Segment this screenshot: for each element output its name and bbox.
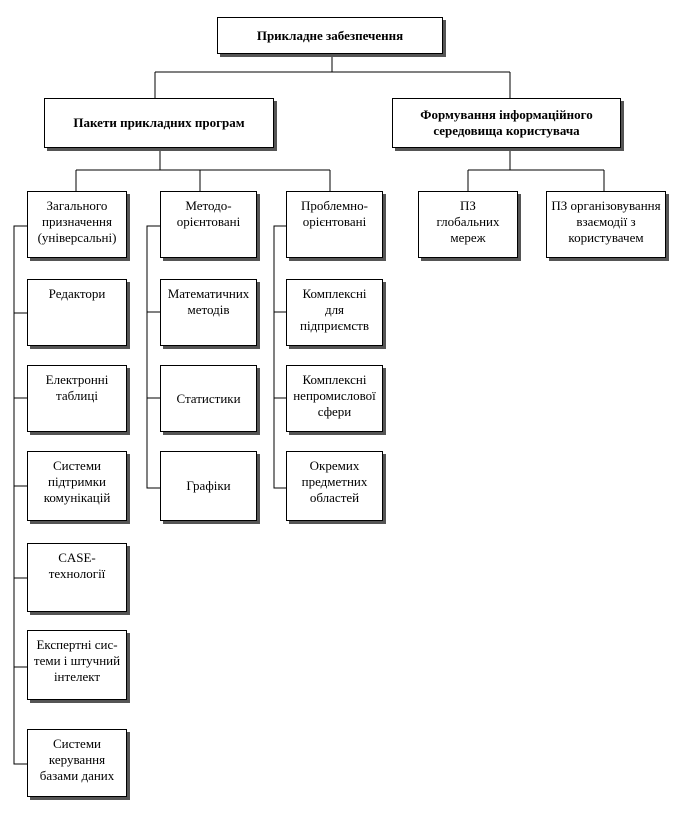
connector-packages [75, 148, 331, 191]
nonindustrial-label: Комплексні непромислової сфери [293, 372, 376, 419]
connector-problem [273, 225, 286, 489]
dbms-box: Системи керування базами даних [27, 729, 127, 797]
domains-box: Окремих предметних областей [286, 451, 383, 521]
method-box: Методо- орієнтовані [160, 191, 257, 258]
global-nets-box: ПЗ глобальних мереж [418, 191, 518, 258]
enterprise-label: Комплексні для підприємств [300, 286, 369, 333]
graphics-label: Графіки [186, 478, 231, 493]
environment-box: Формування інформаційного середовища кор… [392, 98, 621, 148]
user-interaction-box: ПЗ організовування взаємодії з користува… [546, 191, 666, 258]
root-label: Прикладне забезпечення [256, 27, 404, 43]
general-label: Загального призначення (універсальні) [37, 198, 117, 245]
math-box: Математичних методів [160, 279, 257, 346]
spreadsheets-label: Електронні таблиці [45, 372, 109, 403]
dbms-label: Системи керування базами даних [39, 736, 115, 783]
root-box: Прикладне забезпечення [217, 17, 443, 54]
case-box: CASE- технології [27, 543, 127, 612]
expert-label: Експертні сис- теми і штучний інтелект [33, 637, 121, 684]
connector-environment [467, 148, 605, 191]
packages-box: Пакети прикладних програм [44, 98, 274, 148]
general-box: Загального призначення (універсальні) [27, 191, 127, 258]
problem-box: Проблемно- орієнтовані [286, 191, 383, 258]
connector-method [146, 225, 160, 489]
editors-label: Редактори [48, 286, 106, 301]
editors-box: Редактори [27, 279, 127, 346]
communication-label: Системи підтримки комунікацій [43, 458, 111, 505]
case-label: CASE- технології [48, 550, 106, 581]
enterprise-box: Комплексні для підприємств [286, 279, 383, 346]
statistics-box: Статистики [160, 365, 257, 432]
global-nets-label: ПЗ глобальних мереж [436, 198, 500, 245]
spreadsheets-box: Електронні таблиці [27, 365, 127, 432]
problem-label: Проблемно- орієнтовані [301, 198, 368, 229]
graphics-box: Графіки [160, 451, 257, 521]
expert-box: Експертні сис- теми і штучний інтелект [27, 630, 127, 700]
math-label: Математичних методів [167, 286, 250, 317]
statistics-label: Статистики [176, 390, 241, 406]
method-label: Методо- орієнтовані [176, 198, 241, 229]
domains-label: Окремих предметних областей [301, 458, 368, 505]
user-interaction-label: ПЗ організовування взаємодії з користува… [551, 198, 661, 245]
nonindustrial-box: Комплексні непромислової сфери [286, 365, 383, 432]
communication-box: Системи підтримки комунікацій [27, 451, 127, 521]
connector-root [154, 54, 511, 98]
connector-general [13, 225, 27, 765]
environment-label: Формування інформаційного середовища кор… [420, 107, 593, 138]
packages-label: Пакети прикладних програм [73, 115, 245, 130]
